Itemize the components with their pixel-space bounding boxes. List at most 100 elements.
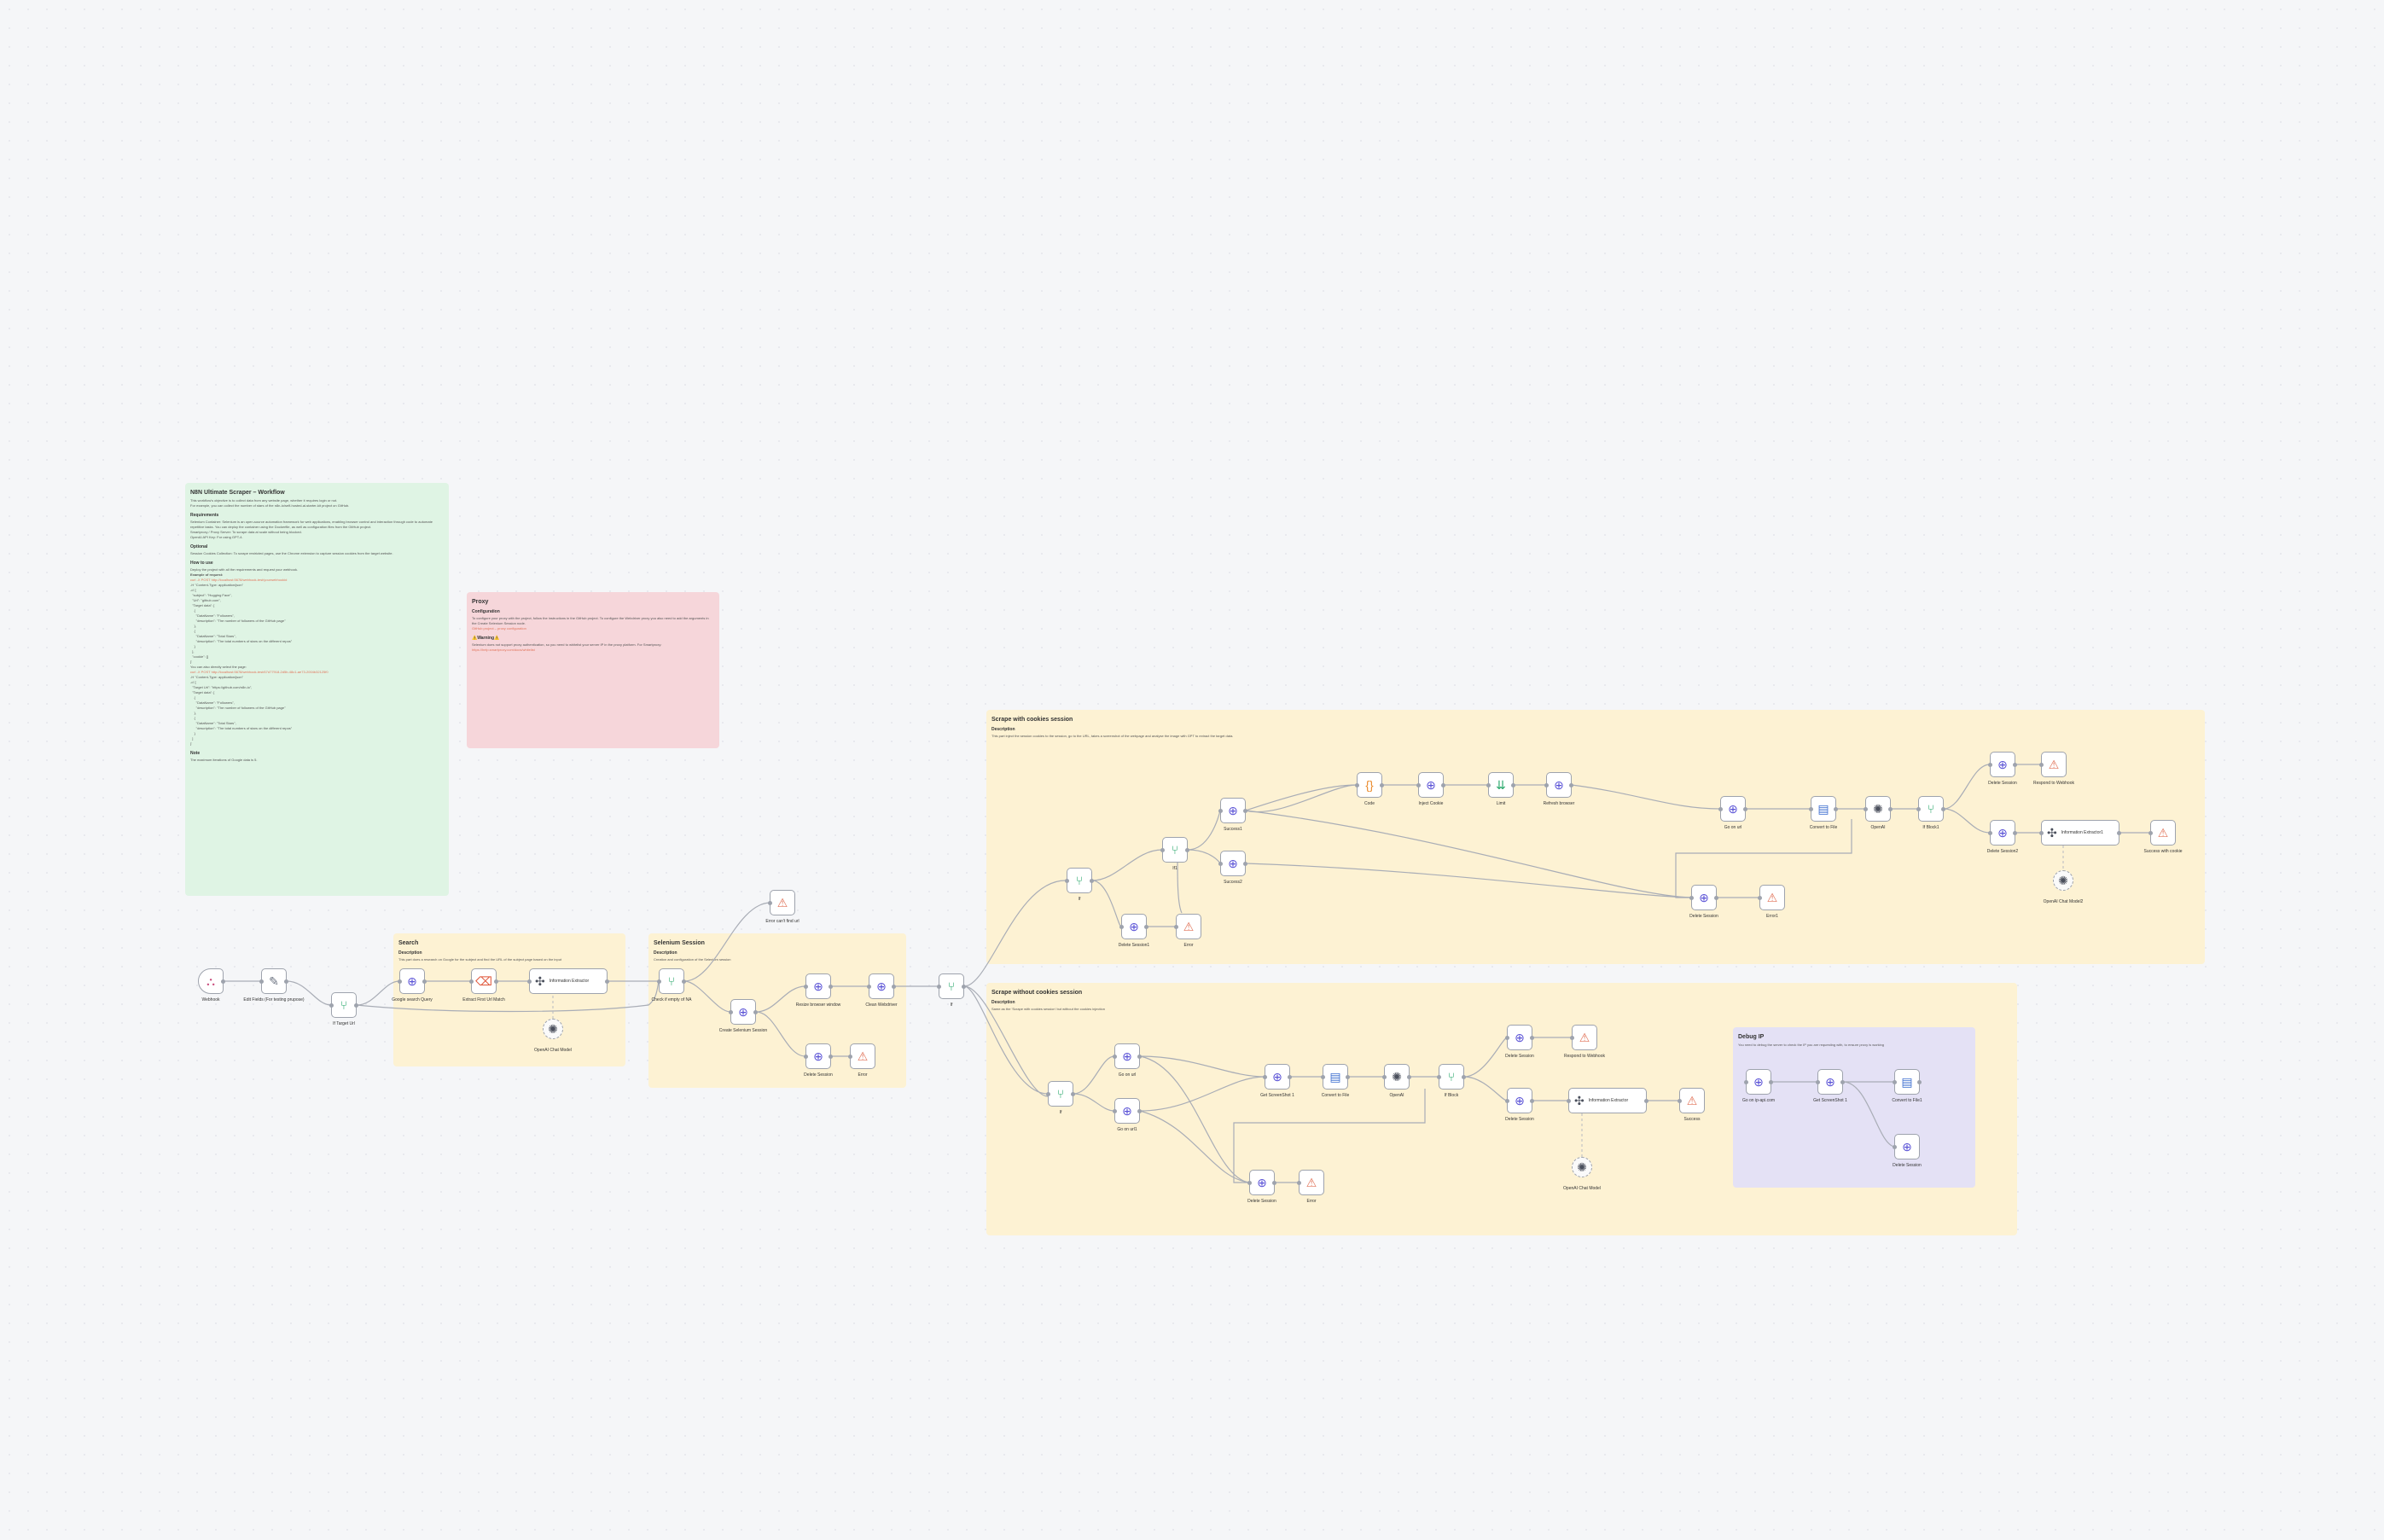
output-port[interactable] [1530, 1036, 1534, 1040]
input-port[interactable] [1416, 783, 1421, 787]
output-port[interactable] [1288, 1075, 1292, 1079]
output-port[interactable] [1380, 783, 1384, 787]
clean-webdriver-node[interactable]: ⊕ Clean Webdriver [865, 973, 898, 1008]
input-port[interactable] [1505, 1099, 1509, 1103]
input-port[interactable] [1486, 783, 1491, 787]
create-selenium-session-node[interactable]: ⊕ Create Selenium Session [719, 999, 767, 1033]
output-port[interactable] [829, 1055, 833, 1059]
input-port[interactable] [729, 1010, 733, 1014]
success2-node[interactable]: ⊕ Success2 [1218, 851, 1247, 885]
input-port[interactable] [2039, 831, 2044, 835]
input-port[interactable] [1321, 1075, 1325, 1079]
output-port[interactable] [221, 979, 225, 984]
sticky-debug-ip[interactable]: Debug IP You need to debug the server to… [1733, 1027, 1975, 1188]
nocookie-screenshot-node[interactable]: ⊕ Get ScreenShot 1 [1260, 1064, 1294, 1098]
nocookie-information-extractor-node[interactable]: ✣ Information Extractor [1567, 1088, 1648, 1113]
cookie-error-node[interactable]: ⚠ Error [1174, 914, 1201, 948]
output-port[interactable] [494, 979, 498, 984]
input-port[interactable] [1988, 763, 1992, 767]
output-port[interactable] [829, 985, 833, 989]
cookie-if-block-node[interactable]: ⑂ If Block1 [1916, 796, 1945, 830]
debug-delete-session-node[interactable]: ⊕ Delete Session [1893, 1134, 1922, 1168]
input-port[interactable] [1678, 1099, 1682, 1103]
input-port[interactable] [259, 979, 264, 984]
input-port[interactable] [768, 901, 772, 905]
output-port[interactable] [2117, 831, 2121, 835]
output-port[interactable] [422, 979, 427, 984]
readme-example2-link[interactable]: curl -X POST http://localhost:5678/webho… [190, 670, 329, 674]
input-port[interactable] [804, 985, 808, 989]
nocookie-if-block-node[interactable]: ⑂ If Block [1437, 1064, 1466, 1098]
output-port[interactable] [1941, 807, 1945, 811]
debug-convert-to-file-node[interactable]: ▤ Convert to File1 [1892, 1069, 1922, 1103]
output-port[interactable] [1511, 783, 1515, 787]
cookie-delete-session2-node[interactable]: ⊕ Delete Session2 [1987, 820, 2018, 854]
openai-chat-model-node[interactable]: ✺ OpenAI Chat Model [534, 1019, 572, 1053]
input-port[interactable] [1218, 862, 1223, 866]
input-port[interactable] [1113, 1109, 1117, 1113]
error-node[interactable]: ⚠ Error [848, 1043, 875, 1078]
input-port[interactable] [1297, 1181, 1301, 1185]
input-port[interactable] [1864, 807, 1868, 811]
input-port[interactable] [2039, 763, 2044, 767]
output-port[interactable] [354, 1003, 358, 1008]
limit-node[interactable]: ⇊ Limit [1486, 772, 1515, 806]
nocookie-go-on-url-node[interactable]: ⊕ Go on url [1113, 1043, 1142, 1078]
output-port[interactable] [1185, 848, 1189, 852]
cookie-if1-node[interactable]: ⑂ If1 [1160, 837, 1189, 871]
output-port[interactable] [682, 979, 686, 984]
output-port[interactable] [1346, 1075, 1350, 1079]
output-port[interactable] [1769, 1080, 1773, 1084]
readme-example-link[interactable]: curl -X POST http://localhost:5678/webho… [190, 578, 288, 582]
output-port[interactable] [1569, 783, 1573, 787]
output-port[interactable] [605, 979, 609, 984]
output-port[interactable] [1137, 1109, 1142, 1113]
nocookie-openai-chat-model-node[interactable]: ✺ OpenAI Chat Model [1563, 1157, 1601, 1191]
cookie-if-node[interactable]: ⑂ If [1065, 868, 1094, 902]
input-port[interactable] [1988, 831, 1992, 835]
delete-session-node[interactable]: ⊕ Delete Session [804, 1043, 833, 1078]
nocookie-success-node[interactable]: ⚠ Success [1678, 1088, 1705, 1122]
input-port[interactable] [1065, 879, 1069, 883]
input-port[interactable] [1113, 1055, 1117, 1059]
nocookie-respond-webhook-node[interactable]: ⚠ Respond to Webhook [1564, 1025, 1605, 1059]
nocookie-error-node[interactable]: ⚠ Error [1297, 1170, 1324, 1204]
input-port[interactable] [657, 979, 661, 984]
output-port[interactable] [1644, 1099, 1648, 1103]
input-port[interactable] [1893, 1080, 1897, 1084]
webhook-node[interactable]: ⛬ Webhook [198, 968, 225, 1002]
success1-node[interactable]: ⊕ Success1 [1218, 798, 1247, 832]
input-port[interactable] [1718, 807, 1723, 811]
cookie-convert-to-file-node[interactable]: ▤ Convert to File [1809, 796, 1838, 830]
error-no-url-node[interactable]: ⚠ Error can't find url [765, 890, 800, 924]
output-port[interactable] [1071, 1092, 1075, 1096]
cookie-openai-chat-model-node[interactable]: ✺ OpenAI Chat Model2 [2044, 870, 2083, 904]
input-port[interactable] [1437, 1075, 1441, 1079]
output-port[interactable] [1840, 1080, 1845, 1084]
output-port[interactable] [1834, 807, 1838, 811]
output-port[interactable] [1714, 896, 1718, 900]
nocookie-delete-blocked-node[interactable]: ⊕ Delete Session [1505, 1025, 1534, 1059]
output-port[interactable] [892, 985, 896, 989]
debug-screenshot-node[interactable]: ⊕ Get ScreenShot 1 [1813, 1069, 1847, 1103]
debug-go-on-ip-api-node[interactable]: ⊕ Go on ip-api.com [1742, 1069, 1775, 1103]
refresh-browser-node[interactable]: ⊕ Refresh browser [1544, 772, 1574, 806]
output-port[interactable] [1917, 1080, 1922, 1084]
google-search-node[interactable]: ⊕ Google search Query [392, 968, 433, 1002]
input-port[interactable] [1567, 1099, 1571, 1103]
input-port[interactable] [329, 1003, 334, 1008]
output-port[interactable] [1888, 807, 1893, 811]
input-port[interactable] [1382, 1075, 1387, 1079]
input-port[interactable] [1570, 1036, 1574, 1040]
nocookie-delete-session-node[interactable]: ⊕ Delete Session [1247, 1170, 1276, 1204]
input-port[interactable] [1544, 783, 1549, 787]
input-port[interactable] [398, 979, 402, 984]
output-port[interactable] [2013, 831, 2017, 835]
cookie-delete-session-node[interactable]: ⊕ Delete Session [1689, 885, 1718, 919]
input-port[interactable] [1218, 809, 1223, 813]
input-port[interactable] [848, 1055, 852, 1059]
input-port[interactable] [1744, 1080, 1748, 1084]
inject-cookie-node[interactable]: ⊕ Inject Cookie [1416, 772, 1445, 806]
cookie-delete-session1-node[interactable]: ⊕ Delete Session1 [1119, 914, 1149, 948]
